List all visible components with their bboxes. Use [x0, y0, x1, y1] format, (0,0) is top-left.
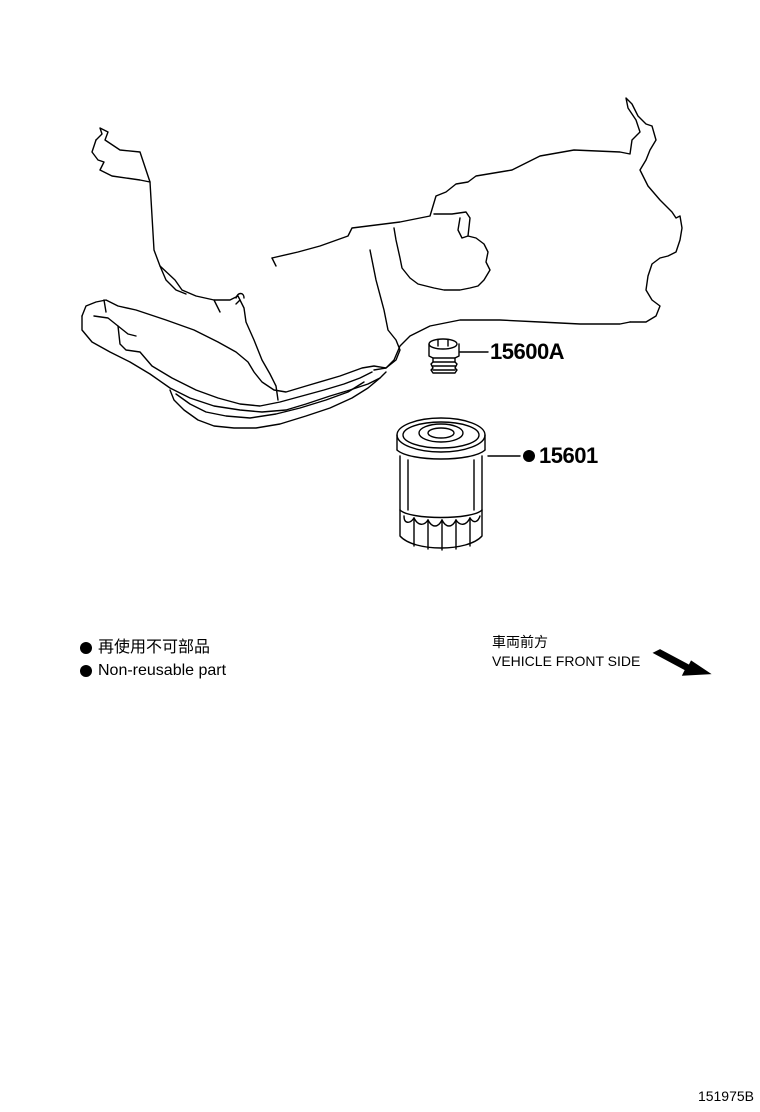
vehicle-front-arrow-icon [652, 649, 712, 676]
legend: 再使用不可部品 Non-reusable part [80, 636, 226, 682]
engine-oil-pan-illustration [81, 97, 683, 429]
figure-number: 151975B [697, 1088, 754, 1104]
legend-row-en: Non-reusable part [80, 659, 226, 682]
callout-15601: 15601 [539, 443, 598, 468]
non-reusable-dot-icon [80, 664, 92, 677]
legend-label-jp: 再使用不可部品 [98, 639, 211, 656]
vehicle-front-label-jp: 車両前方 [492, 634, 548, 650]
legend-label-en: Non-reusable part [98, 662, 227, 679]
callout-15600A: 15600A [490, 339, 565, 364]
non-reusable-dot-icon [80, 641, 92, 654]
legend-row-jp: 再使用不可部品 [80, 636, 226, 659]
vehicle-front-label: 車両前方 VEHICLE FRONT SIDE [492, 633, 640, 671]
oil-filter-non-reusable-dot [523, 450, 535, 462]
drain-plug-illustration [428, 338, 460, 374]
vehicle-front-label-en: VEHICLE FRONT SIDE [492, 653, 641, 669]
oil-filter-illustration [396, 417, 486, 551]
